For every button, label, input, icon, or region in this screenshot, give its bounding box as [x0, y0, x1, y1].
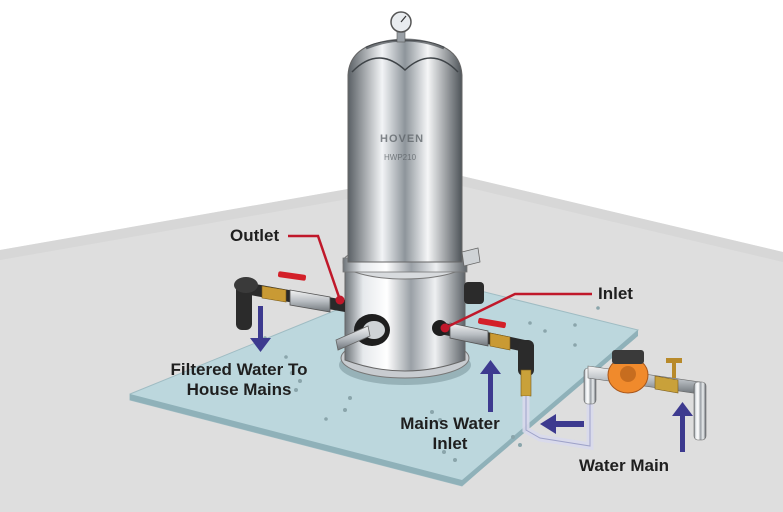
- drain-spout: [335, 325, 371, 351]
- arrow-up-mains-inlet: [480, 360, 501, 412]
- housing-model: HWP210: [384, 153, 417, 162]
- mains-water-inlet-label: Mains Water Inlet: [393, 414, 507, 454]
- arrow-up-water-main: [672, 402, 693, 452]
- leader-lines: [288, 234, 592, 330]
- inlet-leader-dot: [440, 323, 450, 333]
- main-valve-handle: [666, 358, 682, 363]
- flexible-hose-edge: [525, 396, 591, 447]
- outlet-leader: [288, 234, 342, 301]
- filtered-water-line-1: Filtered Water To: [170, 360, 308, 379]
- inlet-connector: [520, 369, 532, 397]
- main-pipe-right: [693, 381, 707, 441]
- water-main-label: Water Main: [579, 456, 670, 475]
- arrow-left-hose: [540, 414, 584, 434]
- outlet-ball-valve: [289, 289, 331, 313]
- main-valve-stem: [672, 362, 676, 378]
- main-valve-brass: [654, 375, 679, 394]
- gauge-needle: [400, 15, 407, 23]
- water-meter-cap: [612, 350, 644, 364]
- inlet-valve-handle: [478, 317, 506, 329]
- inlet-ball-valve: [449, 322, 489, 347]
- filtered-water-line-2: House Mains: [186, 380, 292, 399]
- outlet-fitting: [261, 285, 287, 303]
- housing-lid-ridge: [351, 57, 459, 73]
- housing-brand: HOVEN: [380, 133, 424, 145]
- water-meter-dial: [620, 366, 636, 382]
- mains-water-line-1: Mains Water: [400, 414, 500, 433]
- outlet-elbow-down: [236, 282, 252, 330]
- mains-water-line-2: Inlet: [432, 434, 468, 453]
- inlet-fitting: [489, 332, 511, 351]
- flow-arrows: [250, 306, 693, 452]
- bleed-valve: [461, 247, 481, 267]
- outlet-leader-dot: [335, 295, 345, 305]
- housing-upper-body: [347, 39, 463, 263]
- outlet-label: Outlet: [230, 226, 280, 245]
- inlet-elbow-down: [518, 340, 534, 376]
- filtered-water-label: Filtered Water To House Mains: [160, 360, 318, 400]
- outlet-elbow-top: [234, 277, 258, 293]
- inlet-label: Inlet: [598, 284, 633, 303]
- arrow-down-filtered: [250, 306, 271, 352]
- outlet-valve-handle: [277, 271, 307, 281]
- inlet-leader: [444, 292, 592, 330]
- secondary-port: [464, 282, 484, 304]
